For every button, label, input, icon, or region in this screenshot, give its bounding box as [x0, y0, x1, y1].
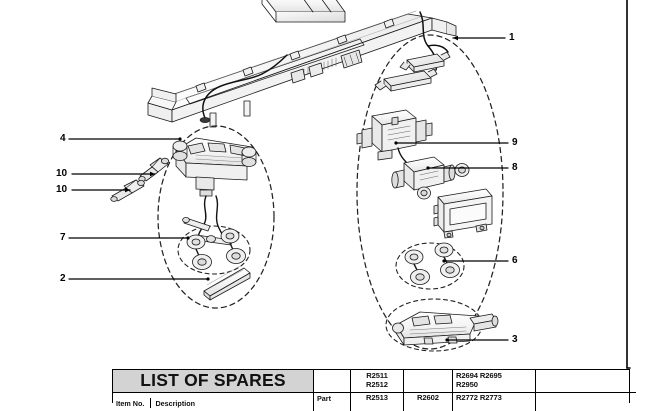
cylindrical-motor	[391, 156, 456, 191]
link-rod-upper	[138, 157, 169, 182]
spares-table: LIST OF SPARES R2511 R2512 R2694 R2695 R…	[112, 369, 636, 411]
roller-pair-left-oval	[177, 225, 251, 275]
motor-gearbox-block	[172, 137, 257, 197]
lower-actuator-block	[392, 311, 499, 346]
pn-group-3-cell: R2694 R2695 R2950	[452, 370, 536, 392]
callout-6: 6	[512, 255, 518, 266]
callout-8: 8	[512, 162, 518, 173]
grommet-upper	[454, 163, 470, 177]
pn-group-4-cell	[536, 370, 637, 392]
pn-3-a: R2694 R2695	[456, 370, 502, 380]
pn-group-2-cell	[403, 370, 453, 392]
callout-10-lower: 10	[56, 184, 68, 195]
pn-group-1-cell: R2511 R2512	[350, 370, 404, 392]
header-part-cell: Part	[313, 391, 351, 411]
pn-1-a: R2511	[366, 370, 388, 380]
slide-strip	[203, 265, 251, 301]
spares-title-cell: LIST OF SPARES	[113, 370, 314, 392]
pn-3-c: R2772 R2773	[456, 393, 502, 402]
pn-group-3-row2: R2772 R2773	[452, 391, 536, 411]
main-rail-assembly	[147, 10, 457, 128]
roller-pair-right	[404, 242, 460, 285]
callout-9: 9	[512, 137, 518, 148]
callout-4: 4	[60, 133, 66, 144]
spares-title: LIST OF SPARES	[140, 370, 286, 390]
callout-7: 7	[60, 232, 66, 243]
pn-1-c: R2513	[366, 393, 388, 402]
callout-10-upper: 10	[56, 168, 68, 179]
callout-2: 2	[60, 273, 66, 284]
page-border	[626, 0, 631, 369]
pn-group-2-row2: R2602	[403, 391, 453, 411]
pn-group-1-row2: R2513	[350, 391, 404, 411]
part-col-head	[313, 370, 351, 392]
top-flat-panel	[261, 0, 346, 23]
left-group-oval	[157, 125, 275, 309]
callout-1: 1	[509, 32, 515, 43]
callout-3: 3	[512, 334, 518, 345]
roller-pair-left	[186, 228, 246, 270]
header-item-desc-cell: Item No. Description	[113, 391, 314, 411]
callout-leaders	[68, 35, 509, 342]
control-module	[356, 109, 433, 165]
pn-group-4-row2	[535, 391, 636, 411]
pn-3-b: R2950	[456, 379, 478, 389]
roller-pair-right-oval	[395, 242, 465, 290]
grommet-lower	[417, 186, 431, 200]
pn-1-b: R2512	[366, 379, 388, 389]
upper-brackets	[374, 51, 451, 92]
pn-2-c: R2602	[417, 393, 439, 402]
header-part: Part	[317, 393, 331, 403]
right-group-oval	[356, 34, 504, 350]
box-module	[433, 188, 493, 239]
